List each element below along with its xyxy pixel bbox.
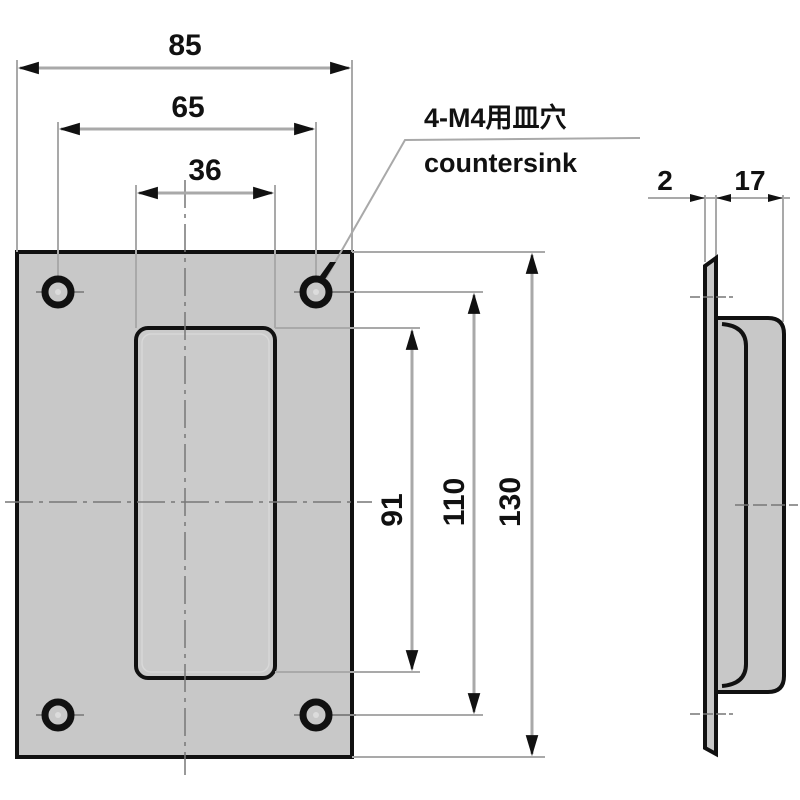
dim-label-17: 17 xyxy=(734,165,765,196)
front-view: 85 65 36 91 110 130 xyxy=(5,29,641,775)
dim-label-2: 2 xyxy=(657,165,673,196)
side-view: 2 17 xyxy=(648,165,798,758)
callout-text-line1: 4-M4用皿穴 xyxy=(424,103,567,133)
callout-arrowhead xyxy=(320,262,336,284)
countersink-hole-top-right xyxy=(294,275,356,309)
dim-label-110: 110 xyxy=(438,478,471,526)
handle-recess xyxy=(134,326,277,680)
countersink-hole-top-left xyxy=(36,275,84,309)
side-flange xyxy=(703,254,718,758)
dim-label-130: 130 xyxy=(494,477,527,527)
side-body xyxy=(714,316,786,694)
countersink-hole-bottom-right xyxy=(294,698,356,732)
dim-label-36: 36 xyxy=(188,154,221,187)
dim-label-65: 65 xyxy=(171,91,204,124)
callout-text-line2: countersink xyxy=(424,148,578,178)
handle-recess-inner xyxy=(141,333,270,673)
dim-label-91: 91 xyxy=(376,493,409,526)
countersink-hole-bottom-left xyxy=(36,698,84,732)
callout-leader xyxy=(325,137,641,279)
dim-label-85: 85 xyxy=(168,29,201,62)
